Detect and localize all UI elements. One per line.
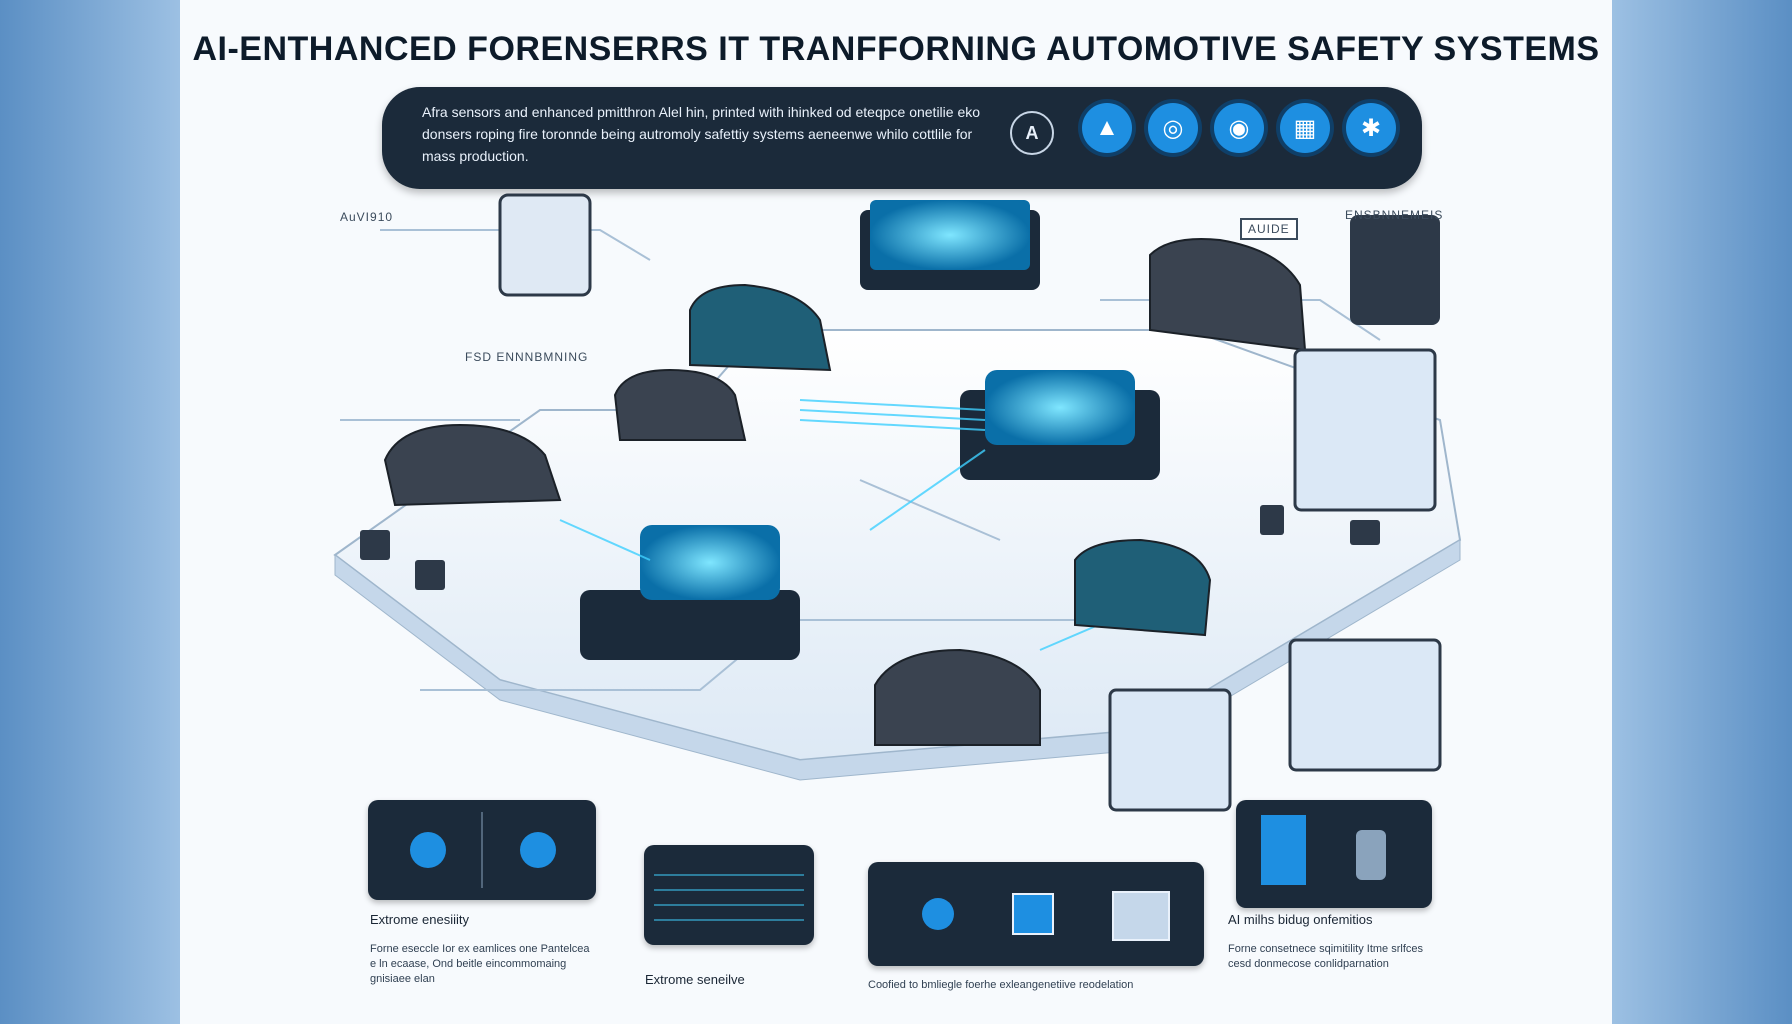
car-icons (383, 238, 1307, 746)
ai-badge: A (1010, 111, 1054, 155)
processor-icons (922, 891, 1170, 941)
intro-banner: Afra sensors and enhanced pmitthron Alel… (382, 87, 1422, 189)
triangle-icon: ▲ (1082, 103, 1132, 153)
network-icon: ✱ (1346, 103, 1396, 153)
data-beams (559, 399, 1111, 651)
feature-card-1 (368, 800, 596, 900)
page-title: AI-ENTHANCED FORENSERRS IT TRANFFORNING … (192, 30, 1600, 68)
feature-card-2 (644, 845, 814, 945)
eye-icon: ◉ (1214, 103, 1264, 153)
sensor-chip-bottom (580, 525, 800, 660)
sensor-chip-top (860, 200, 1040, 290)
device-icons (1261, 815, 1386, 885)
feature-card-4 (1236, 800, 1432, 908)
feature-card-3 (868, 862, 1204, 966)
label-right-top: ENSBNNEMEIS (1345, 208, 1444, 222)
label-top-left: AuVI910 (340, 210, 394, 224)
card3-caption: Coofied to bmliegle foerhe exleangenetii… (868, 979, 1134, 991)
card4-caption: AI milhs bidug onfemitios (1228, 912, 1373, 927)
signal-grid-icon (654, 874, 804, 921)
card1-description: Forne eseccle Ior ex eamlices one Pantel… (370, 943, 590, 985)
sensor-chip-middle (960, 370, 1160, 480)
neural-node-icons (410, 812, 556, 888)
spiral-icon: ◎ (1148, 103, 1198, 153)
side-devices (360, 193, 1442, 812)
card1-caption: Extrome enesiiity (370, 912, 469, 927)
card2-caption: Extrome seneilve (645, 972, 745, 987)
chip-icon: ▦ (1280, 103, 1330, 153)
intro-text: Afra sensors and enhanced pmitthron Alel… (422, 104, 981, 164)
tag-label: AUIDE (1240, 218, 1298, 240)
label-left: FSD ENNNBMNING (465, 350, 589, 364)
card4-description: Forne consetnece sqimitility Itme srlfce… (1228, 943, 1424, 970)
